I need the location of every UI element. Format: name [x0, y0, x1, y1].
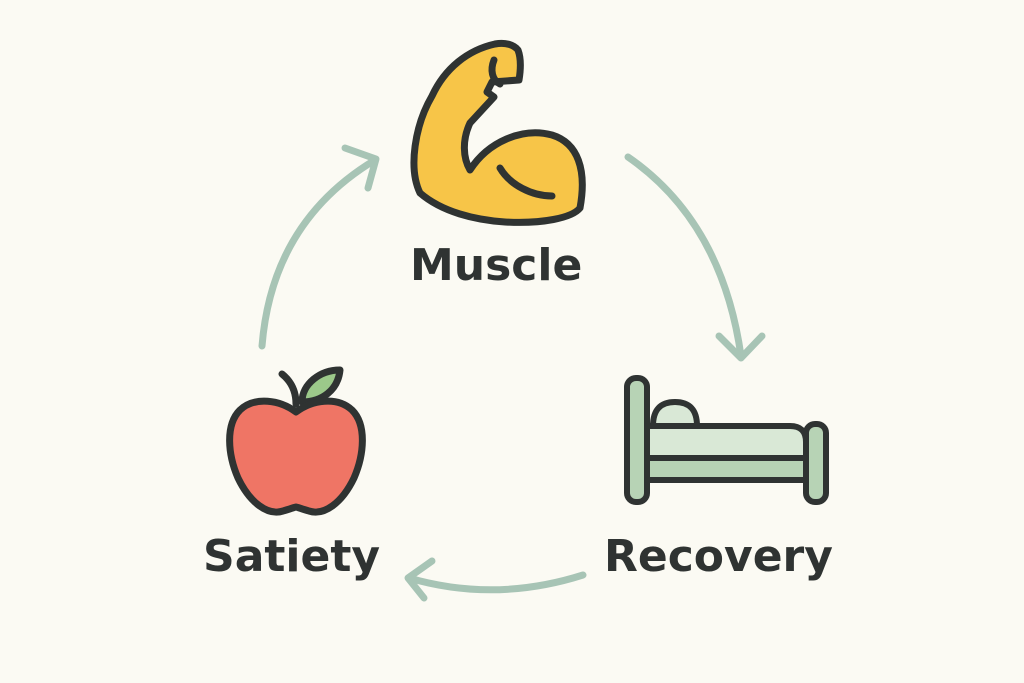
- node-label-satiety: Satiety: [203, 531, 381, 582]
- arrow-recovery-to-satiety: [404, 557, 587, 602]
- arrow-muscle-to-recovery: [624, 153, 766, 362]
- flexed-arm-icon: [410, 39, 586, 226]
- arrow-satiety-to-muscle: [258, 144, 380, 350]
- apple-icon: [226, 366, 366, 516]
- node-label-recovery: Recovery: [604, 531, 833, 582]
- node-label-muscle: Muscle: [410, 240, 583, 291]
- bed-icon: [624, 375, 829, 505]
